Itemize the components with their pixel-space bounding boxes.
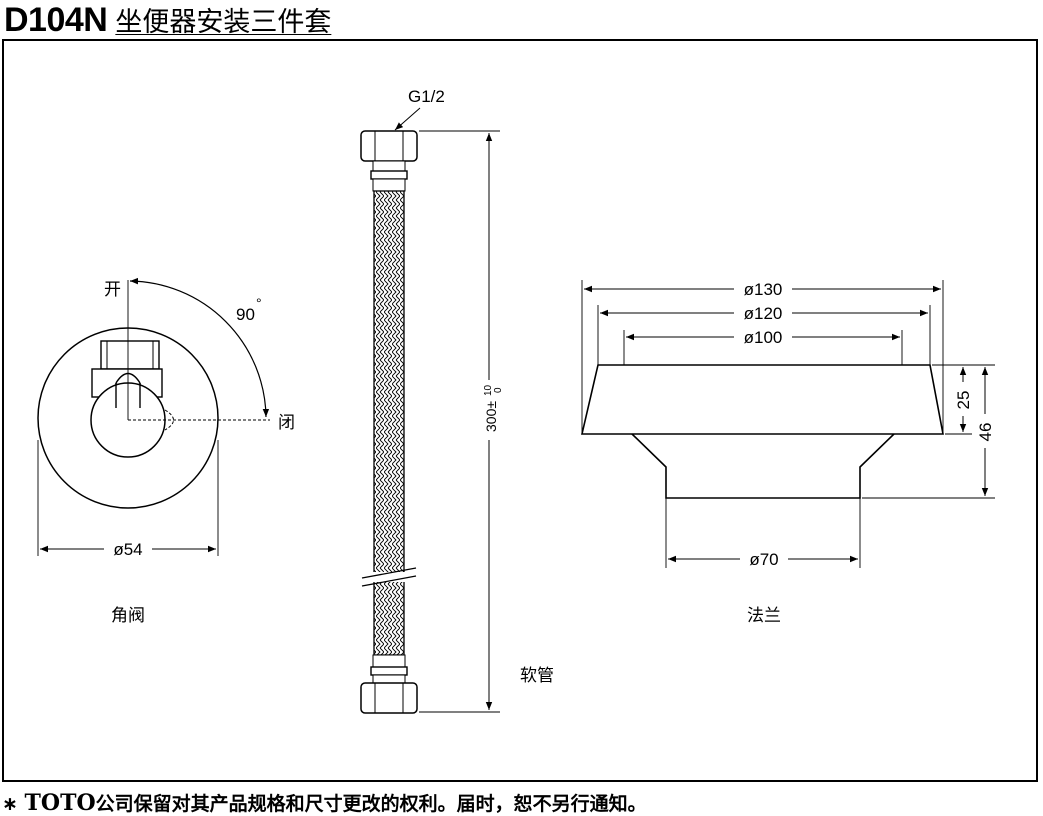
- flange-caption: 法兰: [747, 606, 781, 626]
- hose-braided-body: [373, 190, 405, 656]
- rotation-arc: [129, 277, 270, 418]
- hose-drawing: G1/2 300± 10 0 软管: [360, 87, 554, 714]
- product-name: 坐便器安装三件套: [115, 7, 332, 38]
- valve-thread-body: [100, 340, 160, 370]
- flange-d100-label: ø100: [744, 328, 783, 347]
- hose-bottom-nut: [360, 682, 418, 714]
- drawing-frame: [2, 39, 1038, 782]
- hose-length-label: 300±: [483, 401, 499, 432]
- footnote-mark: ∗: [2, 793, 18, 815]
- close-label: 闭: [278, 413, 295, 433]
- flange-d130-label: ø130: [744, 280, 783, 299]
- hose-caption: 软管: [520, 666, 554, 686]
- hose-top-nut: [360, 130, 418, 162]
- notice-text: 公司保留对其产品规格和尺寸更改的权利。届时，恕不另行通知。: [95, 793, 647, 815]
- model-number: D104N: [4, 1, 108, 39]
- hose-tolerance-upper: 10: [483, 384, 494, 396]
- open-label: 开: [104, 280, 121, 300]
- flange-h25-label: 25: [954, 391, 973, 410]
- angle-label: 90: [236, 305, 255, 324]
- flange-d120-label: ø120: [744, 304, 783, 323]
- flange-neck: [631, 433, 895, 499]
- flange-h46-label: 46: [976, 423, 995, 442]
- degree-mark: °: [256, 295, 262, 311]
- valve-diameter-label: ø54: [113, 540, 142, 559]
- angle-valve-caption: 角阀: [111, 606, 145, 626]
- flange-drawing: ø130 ø120 ø100 25 46 ø70 法兰: [580, 280, 995, 626]
- footer-notice: ∗ TOTO公司保留对其产品规格和尺寸更改的权利。届时，恕不另行通知。: [2, 789, 647, 816]
- thread-size-label: G1/2: [408, 87, 445, 106]
- flange-d70-label: ø70: [749, 550, 778, 569]
- angle-valve-drawing: 开 90 ° 闭 ø54 角阀: [37, 277, 295, 626]
- hose-tolerance-lower: 0: [493, 387, 504, 393]
- brand-name: TOTO: [24, 790, 96, 816]
- flange-top-body: [580, 364, 944, 435]
